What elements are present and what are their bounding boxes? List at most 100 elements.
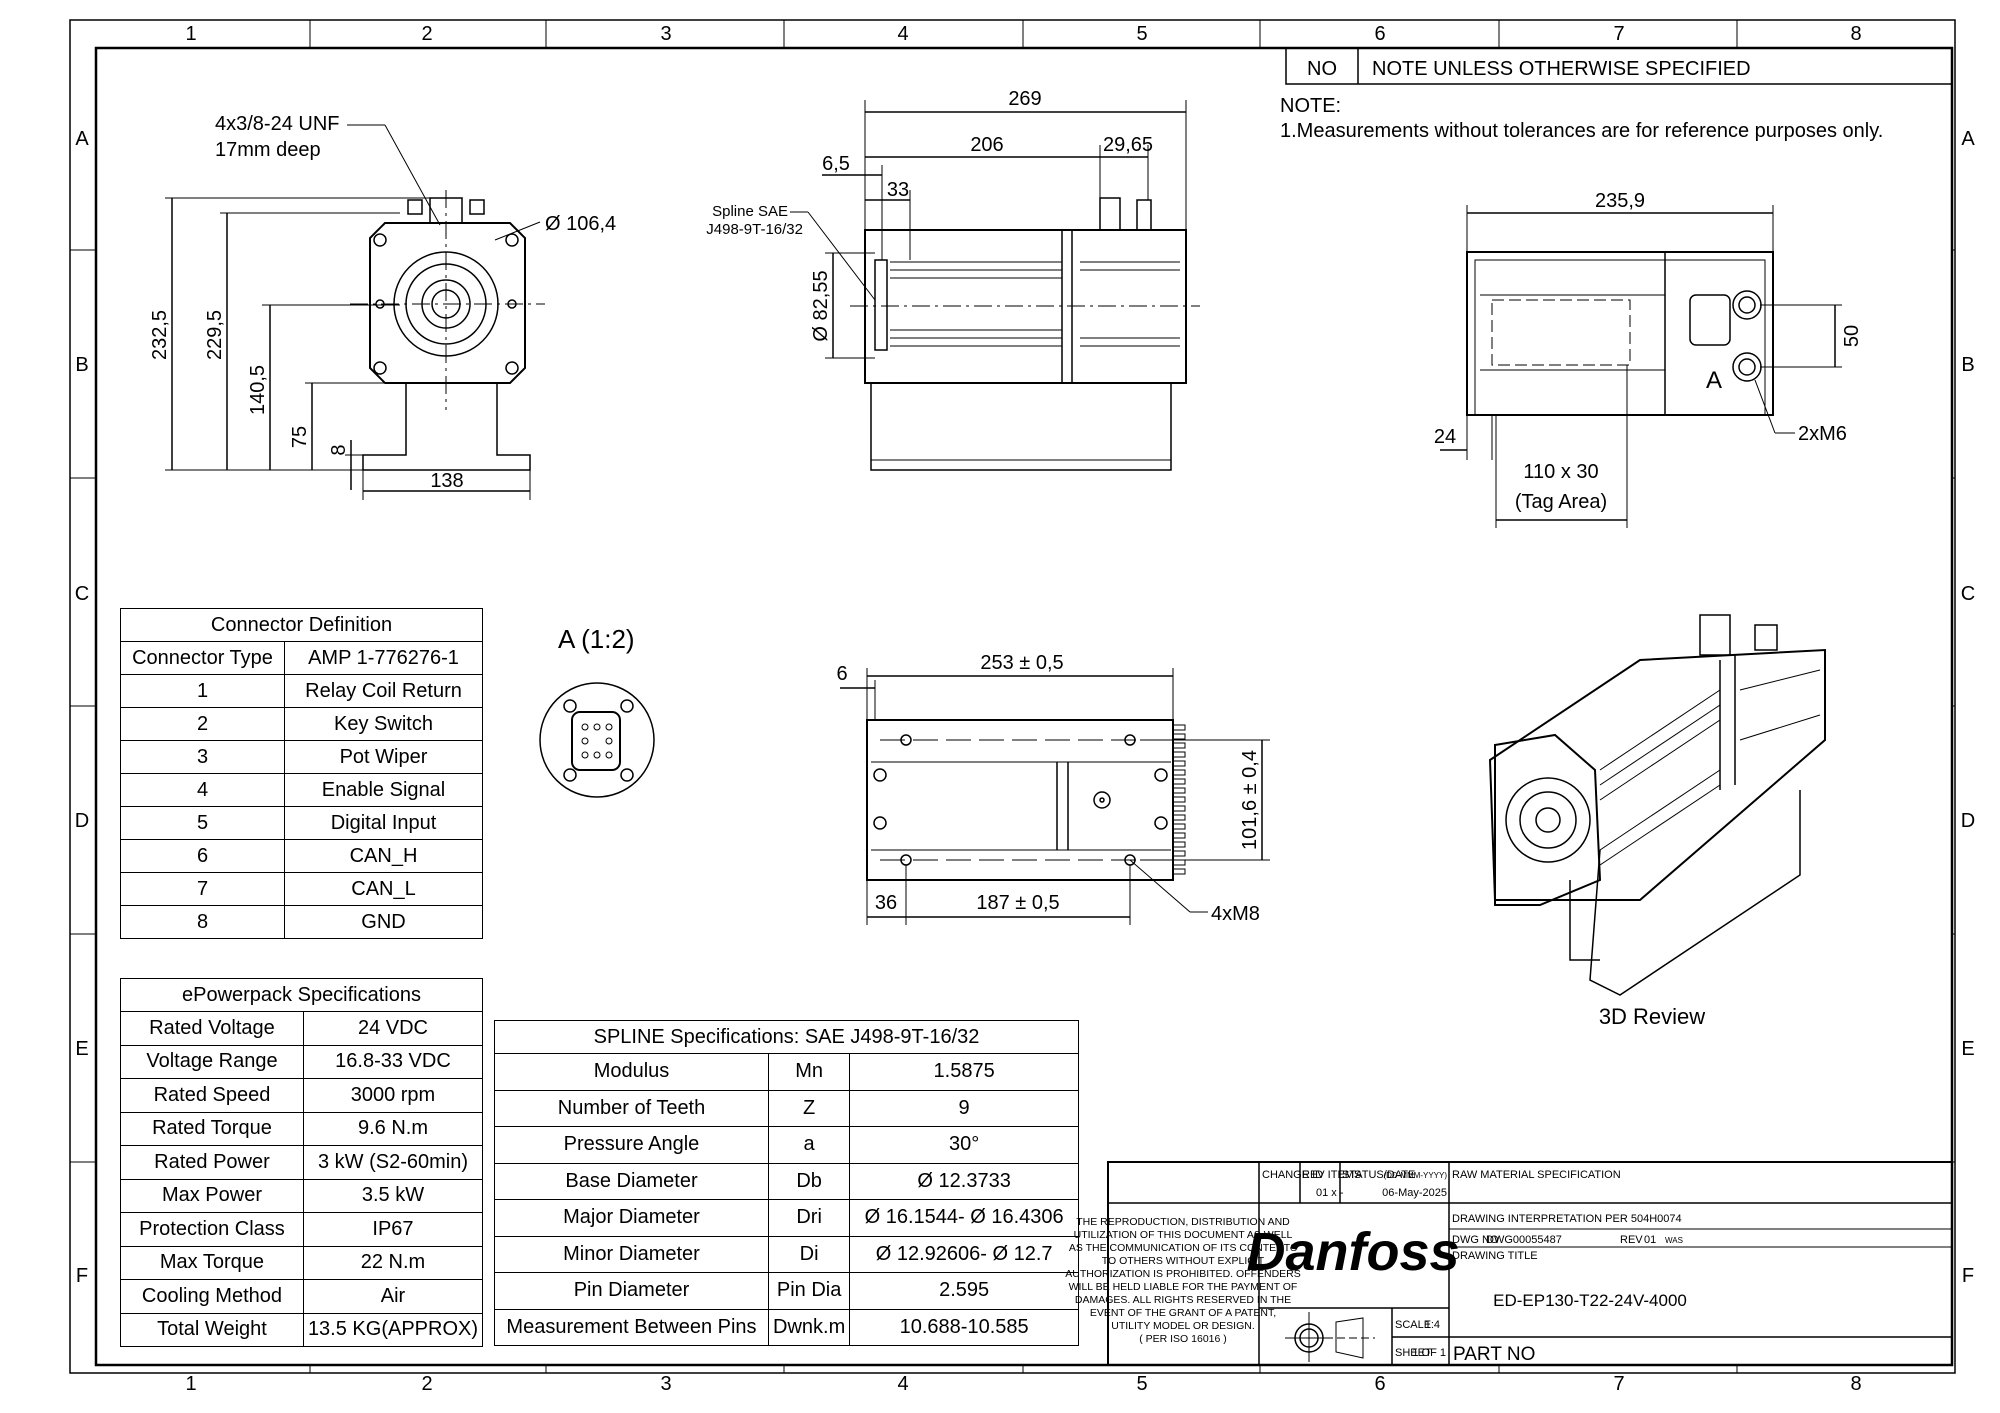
side-view: 269 206 29,65 6,5 33 Spline SAE J498-9T-… bbox=[706, 88, 1200, 471]
tb-sheet: 1 OF 1 bbox=[1412, 1347, 1446, 1359]
table-cell: Digital Input bbox=[284, 806, 483, 840]
zone-column-label: 7 bbox=[1613, 1373, 1624, 1395]
table-cell: Air bbox=[302, 1279, 484, 1314]
table-cell: 5 bbox=[120, 806, 285, 840]
cooling-fin bbox=[1172, 787, 1186, 794]
cooling-fin bbox=[1172, 778, 1186, 785]
detail-ref-a: A bbox=[1706, 367, 1722, 394]
dim-75: 75 bbox=[289, 426, 311, 448]
legal-line: THE REPRODUCTION, DISTRIBUTION AND bbox=[1076, 1216, 1290, 1228]
table-cell: Measurement Between Pins bbox=[494, 1308, 769, 1346]
dim-140: 140,5 bbox=[247, 365, 269, 415]
table-cell: 4 bbox=[120, 773, 285, 807]
table-cell: 9.6 N.m bbox=[302, 1111, 484, 1146]
zone-row-label: C bbox=[1961, 583, 1975, 605]
dim-101-6: 101,6 ± 0,4 bbox=[1239, 750, 1261, 850]
tb-date: 06-May-2025 bbox=[1382, 1187, 1447, 1199]
note-item: 1.Measurements without tolerances are fo… bbox=[1280, 120, 1883, 142]
table-cell: Z bbox=[767, 1089, 851, 1127]
zone-column-label: 2 bbox=[421, 1373, 432, 1395]
zone-row-label: E bbox=[75, 1038, 88, 1060]
legal-line: TO OTHERS WITHOUT EXPLICIT bbox=[1102, 1255, 1265, 1267]
table-cell: 1.5875 bbox=[849, 1053, 1079, 1091]
front-view: 4x3/8-24 UNF 17mm deep Ø 106,4 232,5 229… bbox=[149, 113, 616, 500]
dim-36: 36 bbox=[875, 892, 897, 914]
rear-view: 235,9 50 24 110 x 30 (Tag Area) 2xM6 A bbox=[1434, 190, 1863, 528]
table-cell: Ø 12.3733 bbox=[849, 1162, 1079, 1200]
connector-header-type: Connector Type bbox=[120, 641, 285, 675]
table-cell: Key Switch bbox=[284, 707, 483, 741]
zone-column-label: 7 bbox=[1613, 23, 1624, 45]
zone-column-label: 4 bbox=[897, 23, 908, 45]
tb-dwg-no-label: DWG NO bbox=[1452, 1234, 1499, 1246]
table-cell: Rated Torque bbox=[120, 1111, 304, 1146]
tb-sheet-label: SHEET bbox=[1395, 1347, 1432, 1359]
dim-269: 269 bbox=[1008, 88, 1041, 110]
tb-rev-items: REV ITEMS bbox=[1302, 1169, 1361, 1181]
zone-row-label: F bbox=[1962, 1265, 1974, 1287]
table-cell: Pot Wiper bbox=[284, 740, 483, 774]
tb-scale: 1:4 bbox=[1425, 1319, 1440, 1331]
table-cell: Pin Dia bbox=[767, 1272, 851, 1310]
table-cell: Relay Coil Return bbox=[284, 674, 483, 708]
table-cell: Total Weight bbox=[120, 1312, 304, 1347]
cooling-fin bbox=[1172, 733, 1186, 740]
dim-dia-106: Ø 106,4 bbox=[545, 213, 616, 235]
table-cell: CAN_L bbox=[284, 872, 483, 906]
tb-interpretation: DRAWING INTERPRETATION PER 504H0074 bbox=[1452, 1213, 1682, 1225]
table-cell: Rated Power bbox=[120, 1145, 304, 1180]
spec-table-title: ePowerpack Specifications bbox=[120, 978, 483, 1012]
zone-column-label: 4 bbox=[897, 1373, 908, 1395]
zone-row-label: B bbox=[1961, 354, 1974, 376]
table-cell: Mn bbox=[767, 1053, 851, 1091]
zone-row-label: F bbox=[76, 1265, 88, 1287]
dim-50: 50 bbox=[1841, 325, 1863, 347]
tb-date-format: (DD-MMM-YYYY) bbox=[1383, 1171, 1447, 1180]
table-cell: Db bbox=[767, 1162, 851, 1200]
table-cell: Enable Signal bbox=[284, 773, 483, 807]
cooling-fin bbox=[1172, 760, 1186, 767]
table-cell: 16.8-33 VDC bbox=[302, 1044, 484, 1079]
outer-border bbox=[69, 19, 1956, 1374]
table-cell: Cooling Method bbox=[120, 1279, 304, 1314]
zone-row-label: C bbox=[75, 583, 89, 605]
zone-column-label: 6 bbox=[1374, 1373, 1385, 1395]
dim-24: 24 bbox=[1434, 426, 1456, 448]
table-cell: CAN_H bbox=[284, 839, 483, 873]
zone-row-label: B bbox=[75, 354, 88, 376]
spline-table-title: SPLINE Specifications: SAE J498-9T-16/32 bbox=[494, 1020, 1079, 1054]
zone-column-label: 5 bbox=[1136, 1373, 1147, 1395]
dim-8: 8 bbox=[328, 444, 350, 455]
tag-area-label: (Tag Area) bbox=[1515, 491, 1607, 513]
dim-6: 6 bbox=[836, 663, 847, 685]
table-cell: Max Power bbox=[120, 1178, 304, 1213]
dim-138: 138 bbox=[430, 470, 463, 492]
table-cell: GND bbox=[284, 905, 483, 939]
cooling-fin bbox=[1172, 823, 1186, 830]
spline-callout-2: J498-9T-16/32 bbox=[706, 221, 803, 238]
table-cell: Dri bbox=[767, 1199, 851, 1237]
zone-column-label: 1 bbox=[185, 1373, 196, 1395]
table-cell: Minor Diameter bbox=[494, 1235, 769, 1273]
thread-depth: 17mm deep bbox=[215, 139, 321, 161]
tb-part-no: PART NO bbox=[1453, 1344, 1535, 1365]
tb-raw-material: RAW MATERIAL SPECIFICATION bbox=[1452, 1169, 1621, 1181]
tb-dwg-no: DWG00055487 bbox=[1486, 1234, 1562, 1246]
table-cell: Ø 16.1544- Ø 16.4306 bbox=[849, 1199, 1079, 1237]
zone-row-label: E bbox=[1961, 1038, 1974, 1060]
